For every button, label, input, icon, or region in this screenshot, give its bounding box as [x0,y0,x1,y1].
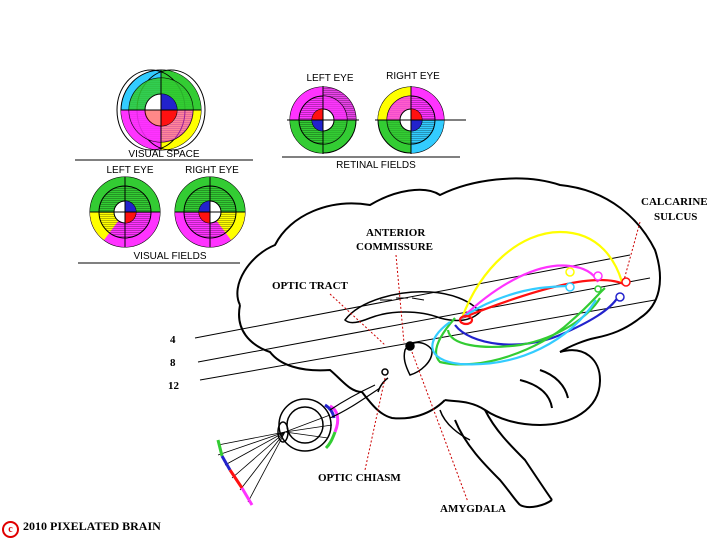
calcarine-label: CALCARINE [641,196,708,208]
retinal-fields-diagram: LEFT EYE RIGHT EYE RETINAL FIELDS [282,71,466,171]
section-lines [194,254,656,381]
amygdala-label: AMYGDALA [440,503,506,515]
sulcus-label: SULCUS [654,211,697,223]
optic-chiasm-label: OPTIC CHIASM [318,472,401,484]
calcarine-markers [565,267,631,302]
leader-lines [329,221,641,503]
copyright-text: 2010 PIXELATED BRAIN [23,519,161,533]
retinal-right-eye-label: RIGHT EYE [386,71,440,82]
retinal-left-eye-label: LEFT EYE [306,73,353,84]
visual-field-bar [216,439,254,506]
section-label-8: 8 [170,357,176,369]
anterior-label: ANTERIOR [366,227,426,239]
brain-outline [236,177,661,509]
section-label-12: 12 [168,380,180,392]
section-label-4: 4 [170,334,176,346]
eye-diagram [277,368,389,452]
visual-fields-label: VISUAL FIELDS [134,251,207,262]
optic-radiations [431,230,627,366]
visual-space-label: VISUAL SPACE [128,149,199,160]
optic-tract-label: OPTIC TRACT [272,280,349,292]
visual-fields-diagram: LEFT EYE RIGHT EYE VISUAL FIELDS [78,165,246,264]
corpus-callosum [344,291,482,376]
visual-field-rays [217,414,333,503]
visual-fields-left-eye-label: LEFT EYE [106,165,153,176]
retinal-fields-label: RETINAL FIELDS [336,160,416,171]
copyright-notice: c 2010 PIXELATED BRAIN [2,519,161,538]
visual-fields-right-eye-label: RIGHT EYE [185,165,239,176]
commissure-label: COMMISSURE [356,241,433,253]
visual-space-diagram: VISUAL SPACE [75,69,253,161]
copyright-icon: c [2,521,19,538]
